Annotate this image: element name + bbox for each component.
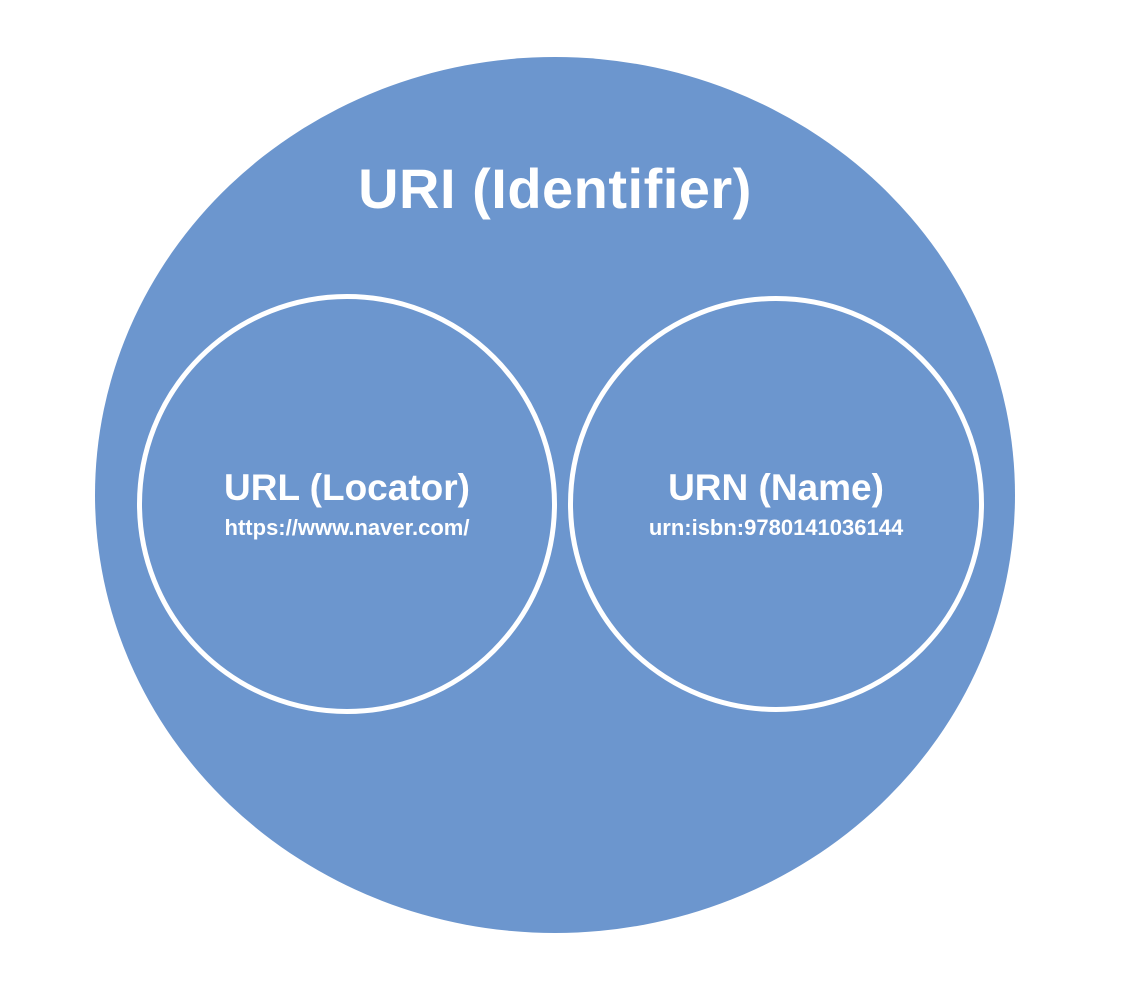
uri-title: URI (Identifier) <box>358 157 752 220</box>
url-circle: URL (Locator) https://www.naver.com/ <box>137 294 557 714</box>
urn-example: urn:isbn:9780141036144 <box>648 515 904 541</box>
url-label: URL (Locator) <box>224 466 470 508</box>
url-example: https://www.naver.com/ <box>224 515 470 541</box>
urn-label: URN (Name) <box>668 466 884 508</box>
urn-circle: URN (Name) urn:isbn:9780141036144 <box>568 296 984 712</box>
